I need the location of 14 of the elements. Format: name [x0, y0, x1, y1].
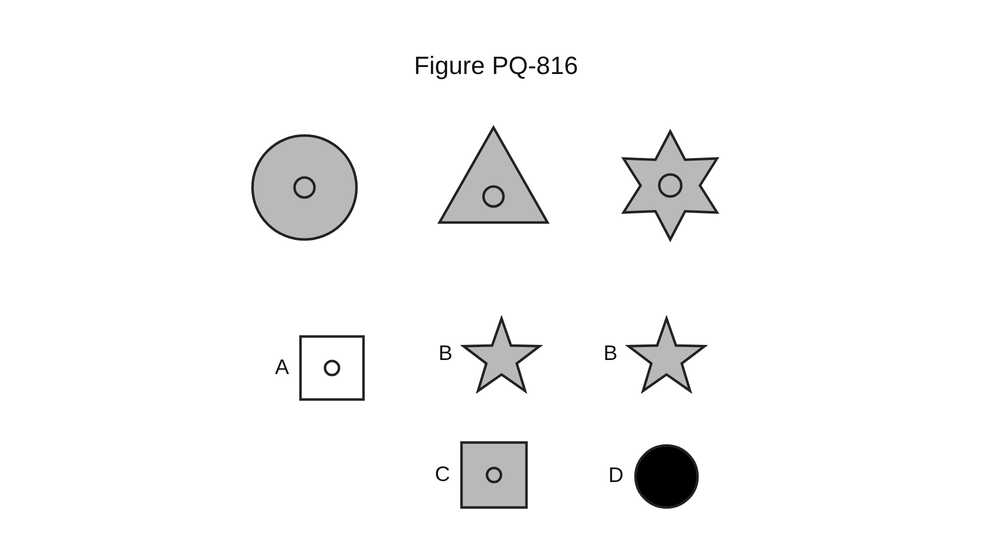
option-letter: C [434, 464, 450, 485]
star-figure [625, 314, 709, 394]
square-figure [299, 335, 365, 401]
square-figure [460, 441, 528, 509]
circle-figure [250, 134, 358, 240]
star-figure [460, 314, 544, 394]
hexagram-figure [620, 128, 720, 242]
option-letter: D [608, 465, 624, 486]
figure-title: Figure PQ-816 [413, 52, 579, 81]
option-letter: A [274, 357, 289, 378]
triangle-figure [436, 124, 550, 224]
option-letter: B [438, 343, 452, 364]
filled-circle [634, 444, 698, 508]
option-letter: B [603, 343, 618, 364]
